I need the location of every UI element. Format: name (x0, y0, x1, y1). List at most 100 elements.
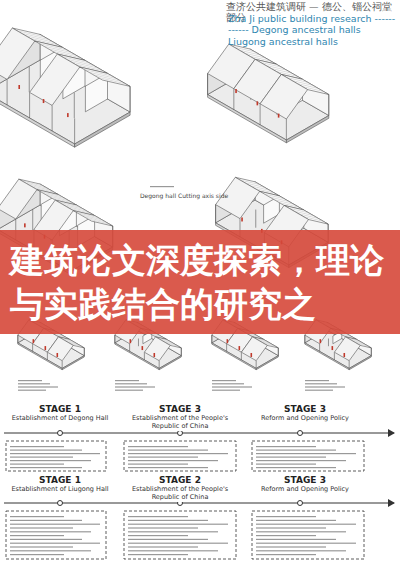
sketch-stroke (138, 339, 139, 347)
sketch-stroke (302, 87, 323, 92)
sketch-stroke (52, 105, 53, 131)
building-sketch (208, 44, 329, 143)
sketch-stroke (21, 33, 49, 39)
sketch-stroke (349, 361, 350, 369)
sketch-stroke (74, 118, 75, 144)
stage-heading: STAGE 2 (125, 475, 235, 486)
figure (56, 353, 58, 357)
figure (45, 346, 47, 350)
sketch-stroke (7, 79, 8, 105)
sketch-stroke (89, 72, 117, 78)
fine-print-line (10, 539, 82, 540)
fine-print-line (115, 380, 139, 381)
sketch-stroke (47, 337, 73, 361)
drawing-caption: Degong hall Cutting axis side (140, 192, 240, 199)
fine-print-line (10, 467, 82, 468)
stage-event: Establishment of Liugong Hall (10, 486, 110, 494)
fine-print-line (256, 467, 336, 468)
fine-print-line (10, 460, 91, 461)
sketch-stroke (47, 352, 48, 360)
fine-print-line (10, 450, 82, 451)
figure (250, 353, 252, 357)
sketch-stroke (44, 46, 72, 52)
fine-print-line (10, 554, 64, 555)
fine-print-line (10, 520, 82, 521)
sketch-stroke (215, 205, 216, 223)
banner-text: 建筑论文深度探索，理论与实践结合的研究之 (10, 238, 390, 326)
fine-print-line (18, 390, 46, 391)
fine-print-line (128, 467, 208, 468)
sketch-stroke (84, 217, 105, 222)
sketch-stroke (241, 337, 267, 361)
fine-print-line (128, 450, 208, 451)
sketch-stroke (264, 344, 275, 347)
fine-print-line (256, 453, 356, 454)
figure (67, 113, 69, 117)
fine-print-line (10, 524, 100, 525)
sketch-stroke (29, 92, 30, 118)
sketch-stroke (70, 344, 81, 347)
figure (153, 353, 155, 357)
fine-print-line (128, 520, 208, 521)
sketch-stroke (48, 49, 76, 55)
fine-print-line (305, 386, 345, 387)
fine-print-line (256, 527, 326, 528)
sketch-stroke (41, 192, 62, 197)
sketch-stroke (129, 344, 130, 352)
sketch-stroke (328, 339, 329, 347)
figure (343, 353, 345, 357)
figure (18, 85, 20, 89)
sketch-stroke (32, 344, 33, 352)
fine-print-line (256, 531, 346, 532)
fine-print-line (128, 464, 188, 465)
stage-event: Establishment of the People's Republic o… (125, 486, 235, 502)
fine-print-line (10, 453, 100, 454)
figure (278, 114, 280, 118)
fine-print-line (256, 520, 336, 521)
sketch-stroke (207, 74, 208, 95)
sketch-stroke (93, 75, 121, 81)
sketch-stroke (32, 209, 33, 230)
fine-print-line (18, 386, 58, 387)
fine-print-line (128, 453, 228, 454)
sketch-stroke (226, 344, 227, 352)
fine-print-line (212, 383, 244, 384)
figure (130, 339, 132, 343)
sketch-stroke (371, 348, 372, 356)
poster-subtitle: Zha Ji public building research --------… (228, 13, 398, 47)
figure (235, 89, 237, 93)
stage-heading: STAGE 3 (250, 475, 360, 486)
figure (227, 339, 229, 343)
fine-print-line (256, 516, 316, 517)
sketch-stroke (0, 179, 37, 219)
fine-print-line (128, 535, 188, 536)
fine-print-line (256, 446, 316, 447)
fine-print-line (256, 543, 356, 544)
sketch-stroke (319, 344, 320, 352)
fine-print-line (212, 386, 252, 387)
sketch-stroke (17, 335, 18, 343)
sketch-stroke (256, 356, 278, 370)
fine-print-line (10, 446, 64, 447)
sketch-stroke (114, 335, 115, 343)
sketch-stroke (62, 204, 83, 209)
sketch-stroke (241, 352, 242, 360)
sketch-stroke (98, 77, 126, 83)
fine-print-line (115, 383, 147, 384)
fine-print-line (128, 539, 208, 540)
sketch-stroke (71, 62, 99, 68)
sketch-stroke (62, 356, 84, 370)
sketch-stroke (260, 104, 261, 125)
building-sketch (0, 28, 130, 147)
fine-print-line (10, 546, 73, 547)
fine-print-line (10, 516, 64, 517)
sketch-stroke (144, 352, 145, 360)
fine-print-line (128, 524, 228, 525)
sketch-stroke (159, 356, 181, 370)
fine-print-line (256, 539, 336, 540)
fine-print-line (256, 546, 326, 547)
figure (257, 101, 259, 105)
fine-print-line (128, 516, 188, 517)
fine-print-line (256, 554, 316, 555)
sketch-stroke (167, 344, 178, 347)
